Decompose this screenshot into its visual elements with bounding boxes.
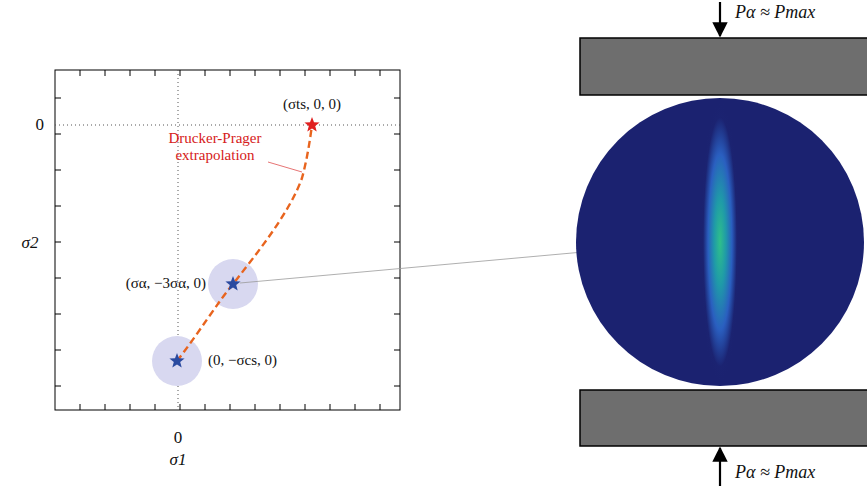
star-marker — [169, 353, 184, 368]
highlight-disc — [208, 259, 258, 309]
point-label: (0, −σcs, 0) — [208, 352, 277, 369]
loading-plate — [580, 390, 867, 446]
plot-frame — [55, 70, 400, 410]
zero-line — [55, 125, 400, 126]
leader-line — [268, 162, 302, 172]
axis-tick-label: 0 — [174, 428, 183, 448]
axis-label: σ1 — [170, 450, 187, 470]
load-label: Pα ≈ Pmax — [735, 462, 815, 483]
point-label: (σts, 0, 0) — [283, 96, 341, 113]
load-label: Pα ≈ Pmax — [735, 2, 815, 23]
loading-plate — [580, 38, 867, 95]
axis-label: σ2 — [22, 233, 39, 253]
damage-zone — [700, 100, 740, 385]
star-marker — [225, 276, 240, 291]
axis-tick-label: 0 — [36, 115, 45, 135]
disc-specimen — [576, 98, 864, 386]
star-marker — [304, 117, 319, 132]
damage-zone — [703, 117, 737, 367]
point-label: (σα, −3σα, 0) — [126, 275, 206, 292]
load-arrow — [719, 448, 721, 486]
curve-label: Drucker-Prager extrapolation — [159, 130, 271, 165]
load-arrow — [719, 2, 721, 36]
axis-ticks — [55, 70, 400, 410]
highlight-disc — [152, 336, 202, 386]
